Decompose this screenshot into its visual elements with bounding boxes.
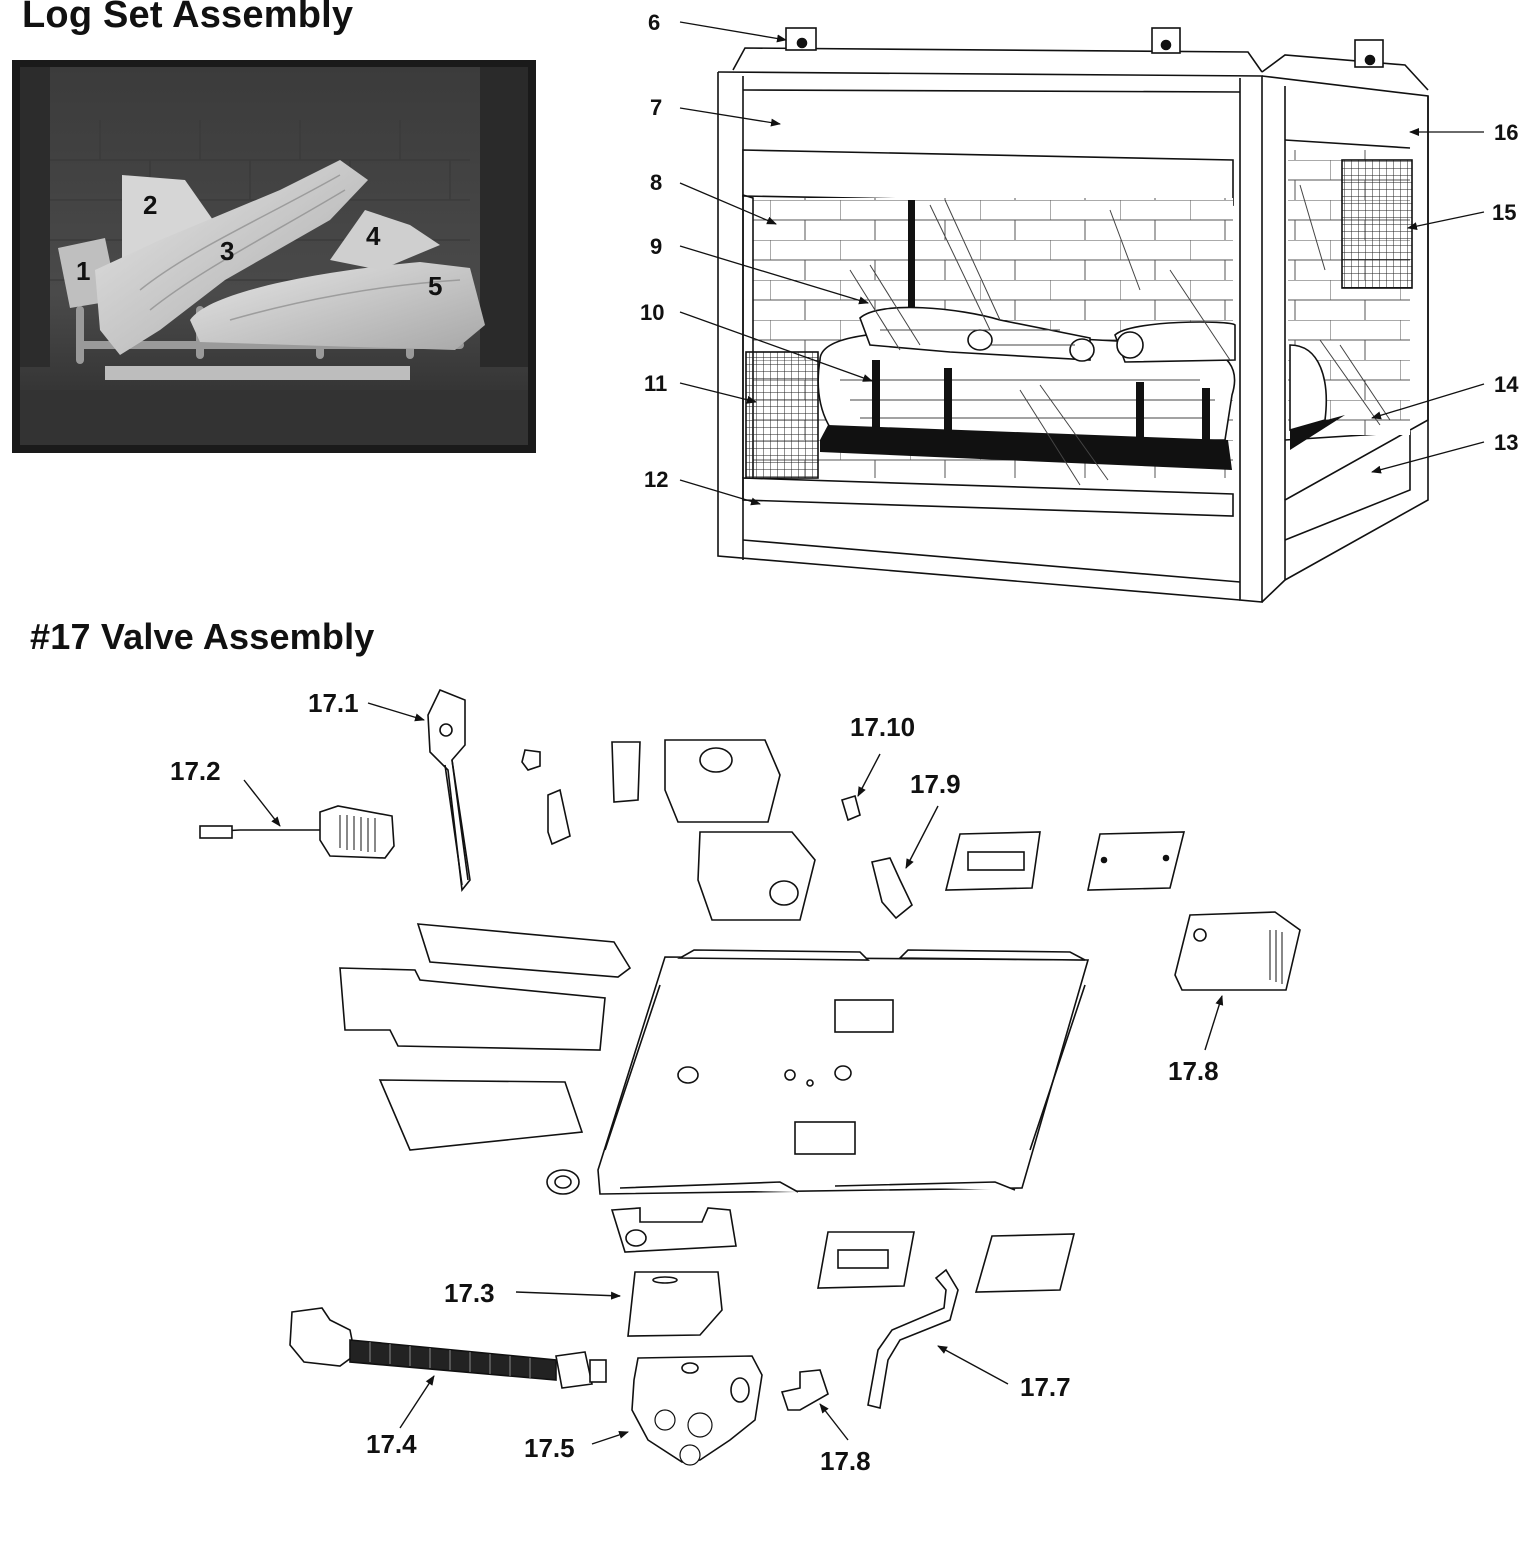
part-17-2-module bbox=[199, 805, 395, 859]
photo-label-5: 5 bbox=[428, 271, 442, 301]
label-17-7: 17.7 bbox=[1020, 1372, 1071, 1402]
firebox-drawing bbox=[679, 21, 1485, 603]
callout-10: 10 bbox=[640, 300, 664, 325]
label-17-5: 17.5 bbox=[524, 1433, 575, 1463]
label-17-1: 17.1 bbox=[308, 688, 359, 718]
label-17-8-board: 17.8 bbox=[1168, 1056, 1219, 1086]
callout-15: 15 bbox=[1492, 200, 1516, 225]
log-set-photo: 1 2 3 4 5 bbox=[12, 60, 536, 453]
label-17-2: 17.2 bbox=[170, 756, 221, 786]
callout-6: 6 bbox=[648, 10, 660, 35]
callout-16: 16 bbox=[1494, 120, 1518, 145]
part-17-1-pilot bbox=[427, 688, 471, 892]
callout-12: 12 bbox=[644, 467, 668, 492]
callout-14: 14 bbox=[1494, 372, 1519, 397]
photo-label-4: 4 bbox=[366, 221, 381, 251]
valve-assembly-heading: #17 Valve Assembly bbox=[30, 616, 375, 657]
valve-callouts: 17.1 17.2 17.3 17.4 17.5 17.7 17.8 17.8 … bbox=[170, 688, 1219, 1476]
label-17-3: 17.3 bbox=[444, 1278, 495, 1308]
valve-callout-arrows bbox=[243, 702, 1224, 1445]
label-17-8-elbow: 17.8 bbox=[820, 1446, 871, 1476]
firebox-callouts: 6 7 8 9 10 11 12 13 14 15 16 bbox=[640, 10, 1519, 492]
valve-assembly-drawing bbox=[199, 688, 1301, 1466]
callout-9: 9 bbox=[650, 234, 662, 259]
callout-11: 11 bbox=[644, 371, 667, 396]
label-17-4: 17.4 bbox=[366, 1429, 417, 1459]
callout-7: 7 bbox=[650, 95, 662, 120]
callout-13: 13 bbox=[1494, 430, 1518, 455]
label-17-9: 17.9 bbox=[910, 769, 961, 799]
label-17-10: 17.10 bbox=[850, 712, 915, 742]
log-set-assembly-heading: Log Set Assembly bbox=[22, 0, 354, 36]
photo-label-2: 2 bbox=[143, 190, 157, 220]
photo-label-3: 3 bbox=[220, 236, 234, 266]
callout-8: 8 bbox=[650, 170, 662, 195]
photo-label-1: 1 bbox=[76, 256, 90, 286]
